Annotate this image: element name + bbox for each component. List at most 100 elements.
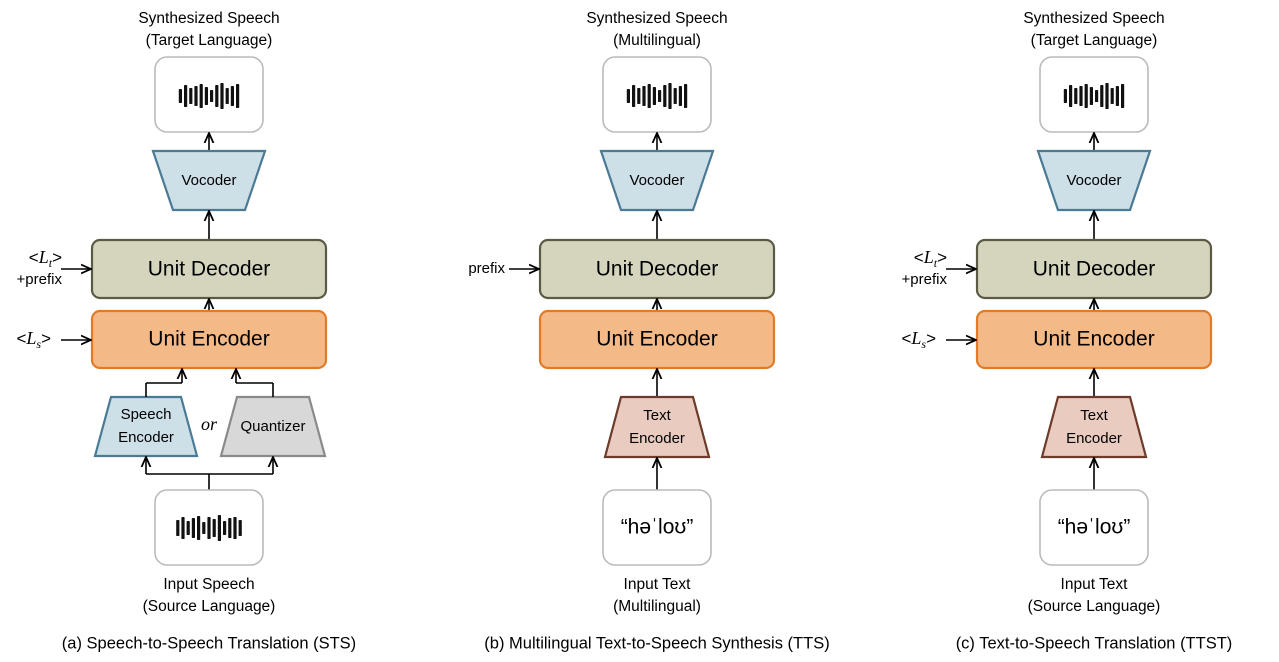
quantizer-block <box>219 395 327 458</box>
text-encoder-label-2: Encoder <box>629 430 685 447</box>
waveform-bar <box>181 517 185 539</box>
waveform-bar <box>684 84 688 108</box>
waveform-bar <box>199 84 203 108</box>
encoder-lang-token: <Ls> <box>16 328 51 351</box>
input-title: Input Speech <box>163 576 254 593</box>
waveform-bar <box>197 516 201 540</box>
waveform-bar <box>1095 90 1099 102</box>
waveform-bar <box>1089 87 1093 105</box>
decoder-prefix-label: prefix <box>468 260 505 277</box>
waveform-bar <box>1115 86 1119 106</box>
output-speech-box <box>1039 56 1149 133</box>
decoder-lang-token: <Lt> <box>29 247 62 270</box>
waveform-bar <box>189 88 193 104</box>
text-encoder-block <box>1040 395 1148 459</box>
vocoder-label: Vocoder <box>1066 172 1121 189</box>
quantizer-label: Quantizer <box>240 418 305 435</box>
waveform-bar <box>637 88 641 104</box>
text-encoder-label-2: Encoder <box>1066 430 1122 447</box>
waveform-bar <box>632 85 636 107</box>
waveform-bar <box>1069 85 1073 107</box>
input-text-value: “həˈloʊ” <box>621 516 694 539</box>
unit-encoder-label: Unit Encoder <box>1033 328 1154 351</box>
waveform-icon <box>1063 83 1125 109</box>
text-encoder-label-1: Text <box>1080 407 1108 424</box>
decoder-lang-token: <Lt> <box>914 247 947 270</box>
waveform-bar <box>217 515 221 541</box>
waveform-bar <box>220 83 224 109</box>
waveform-bar <box>658 90 662 102</box>
waveform-bar <box>230 86 234 106</box>
waveform-bar <box>228 518 232 538</box>
waveform-bar <box>215 85 219 107</box>
speech-encoder-label-2: Encoder <box>118 429 174 446</box>
decoder-prefix-label: +prefix <box>902 271 948 288</box>
waveform-icon <box>176 515 242 541</box>
panel-3: Synthesized Speech (Target Language) Vocod… <box>901 10 1232 652</box>
waveform-bar <box>176 520 180 536</box>
waveform-bar <box>233 517 237 539</box>
vocoder-block <box>1036 149 1152 212</box>
panel-2: Synthesized Speech (Multilingual) VocoderU… <box>468 10 829 652</box>
waveform-bar <box>194 86 198 106</box>
text-encoder-label-1: Text <box>643 407 671 424</box>
waveform-bar <box>202 522 206 534</box>
waveform-bar <box>184 85 188 107</box>
input-text-value: “həˈloʊ” <box>1058 516 1131 539</box>
waveform-bar <box>238 520 242 536</box>
output-subtitle: (Target Language) <box>1031 32 1158 49</box>
waveform-bar <box>210 90 214 102</box>
waveform-bar <box>225 88 229 104</box>
waveform-bar <box>186 521 190 535</box>
input-text-box <box>1039 489 1149 566</box>
or-label: or <box>201 414 218 434</box>
waveform-bar <box>647 84 651 108</box>
unit-encoder-label: Unit Encoder <box>148 328 269 351</box>
output-title: Synthesized Speech <box>586 10 727 27</box>
waveform-bar <box>223 521 227 535</box>
waveform-bar <box>673 88 677 104</box>
waveform-bar <box>212 519 216 537</box>
speech-encoder-block <box>93 395 199 458</box>
waveform-bar <box>236 84 240 108</box>
unit-encoder-label: Unit Encoder <box>596 328 717 351</box>
output-subtitle: (Target Language) <box>146 32 273 49</box>
waveform-bar <box>1105 83 1109 109</box>
waveform-bar <box>1121 84 1125 108</box>
waveform-bar <box>626 89 630 103</box>
waveform-bar <box>1079 86 1083 106</box>
encoder-lang-token: <Ls> <box>901 328 936 351</box>
waveform-bar <box>191 518 195 538</box>
waveform-icon <box>178 83 240 109</box>
waveform-bar <box>1063 89 1067 103</box>
unit-decoder-label: Unit Decoder <box>596 258 719 281</box>
waveform-bar <box>678 86 682 106</box>
waveform-bar <box>663 85 667 107</box>
vocoder-block <box>599 149 715 212</box>
input-subtitle: (Source Language) <box>143 598 276 615</box>
waveform-bar <box>204 87 208 105</box>
waveform-bar <box>178 89 182 103</box>
output-subtitle: (Multilingual) <box>613 32 701 49</box>
decoder-prefix-label: +prefix <box>17 271 63 288</box>
waveform-icon <box>626 83 688 109</box>
vocoder-label: Vocoder <box>629 172 684 189</box>
waveform-bar <box>642 86 646 106</box>
input-subtitle: (Source Language) <box>1028 598 1161 615</box>
waveform-bar <box>668 83 672 109</box>
vocoder-block <box>151 149 267 212</box>
panel-caption: (a) Speech-to-Speech Translation (STS) <box>62 634 356 652</box>
panel-caption: (c) Text-to-Speech Translation (TTST) <box>956 634 1233 652</box>
output-speech-box <box>154 56 264 133</box>
speech-encoder-label-1: Speech <box>121 406 172 423</box>
input-title: Input Text <box>624 576 692 593</box>
text-encoder-block <box>603 395 711 459</box>
waveform-bar <box>207 517 211 539</box>
output-title: Synthesized Speech <box>138 10 279 27</box>
vocoder-label: Vocoder <box>181 172 236 189</box>
unit-decoder-label: Unit Decoder <box>148 258 271 281</box>
waveform-bar <box>1074 88 1078 104</box>
output-title: Synthesized Speech <box>1023 10 1164 27</box>
waveform-bar <box>1110 88 1114 104</box>
waveform-bar <box>1100 85 1104 107</box>
